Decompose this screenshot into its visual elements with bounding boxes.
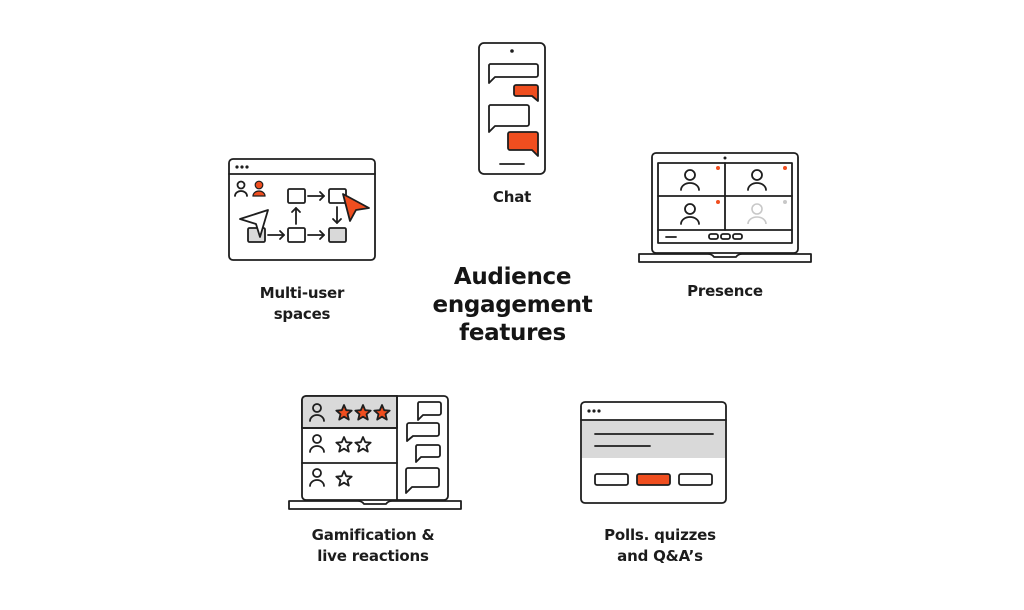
status-dot [716,200,720,204]
control-button [708,233,719,240]
participant-tile [680,200,720,225]
label-line: Multi-user [259,284,345,302]
laptop-camera [723,156,727,160]
title-line: engagement [432,292,593,318]
label-line: Polls. quizzes [604,526,716,544]
feature-label-polls: Polls. quizzes and Q&A’s [585,525,735,567]
phone-chat-icon [478,42,546,175]
label-line: Gamification & [311,526,435,544]
question-panel [582,420,725,458]
laptop-ratings-icon [288,395,462,510]
cursor-active-icon [342,193,370,222]
participant-tile [680,166,720,191]
participant-tile-inactive [747,200,787,225]
user-icon [234,180,248,197]
reaction-bubble [405,467,440,494]
arrow-icon [307,191,325,201]
feature-label-multi-user: Multi-user spaces [232,283,372,325]
label-line: and Q&A’s [617,547,703,565]
star-outline-icon [354,436,372,453]
user-active-icon [252,180,266,197]
reaction-bubble [415,444,441,463]
reaction-bubble [406,422,440,442]
chat-bubble-outgoing [513,84,539,102]
star-filled-icon [335,404,353,421]
control-button [732,233,743,240]
feature-label-presence: Presence [687,282,763,300]
answer-option[interactable] [594,473,629,486]
flow-node [328,227,347,243]
status-dot [783,166,787,170]
window-dot [245,165,249,169]
reaction-bubble [417,401,442,421]
user-icon [309,468,325,487]
arrow-icon [332,206,342,224]
window-dot [597,409,601,413]
feature-label-gamification: Gamification & live reactions [293,525,453,567]
window-dot [592,409,596,413]
star-filled-icon [373,404,391,421]
star-outline-icon [335,470,353,487]
chat-bubble-outgoing [507,131,539,157]
window-dot [235,165,239,169]
window-dot [587,409,591,413]
label-line: spaces [273,305,331,323]
window-dot [240,165,244,169]
star-filled-icon [354,404,372,421]
flow-node [287,227,306,243]
phone-camera-dot [510,49,514,53]
laptop-video-grid-icon [638,152,812,263]
cursor-icon [239,209,269,238]
feature-label-chat: Chat [492,188,532,206]
answer-option[interactable] [678,473,713,486]
arrow-icon [267,230,285,240]
answer-option-selected[interactable] [636,473,671,486]
chat-bubble-incoming [488,63,539,84]
browser-poll-icon [580,401,727,504]
laptop-base [288,500,462,510]
user-icon [309,403,325,422]
control-button [720,233,731,240]
title-line: features [459,320,566,346]
label-line: live reactions [317,547,429,565]
title-line: Audience [453,264,572,290]
chat-bubble-incoming [488,104,530,133]
diagram-title: Audience engagement features [420,263,605,347]
participant-tile [747,166,787,191]
star-outline-icon [335,436,353,453]
status-dot [716,166,720,170]
laptop-base [638,253,812,263]
arrow-icon [307,230,325,240]
collaborative-whiteboard-icon [228,158,376,261]
user-icon [309,434,325,453]
status-dot [783,200,787,204]
arrow-icon [291,207,301,225]
flow-node [287,188,306,204]
